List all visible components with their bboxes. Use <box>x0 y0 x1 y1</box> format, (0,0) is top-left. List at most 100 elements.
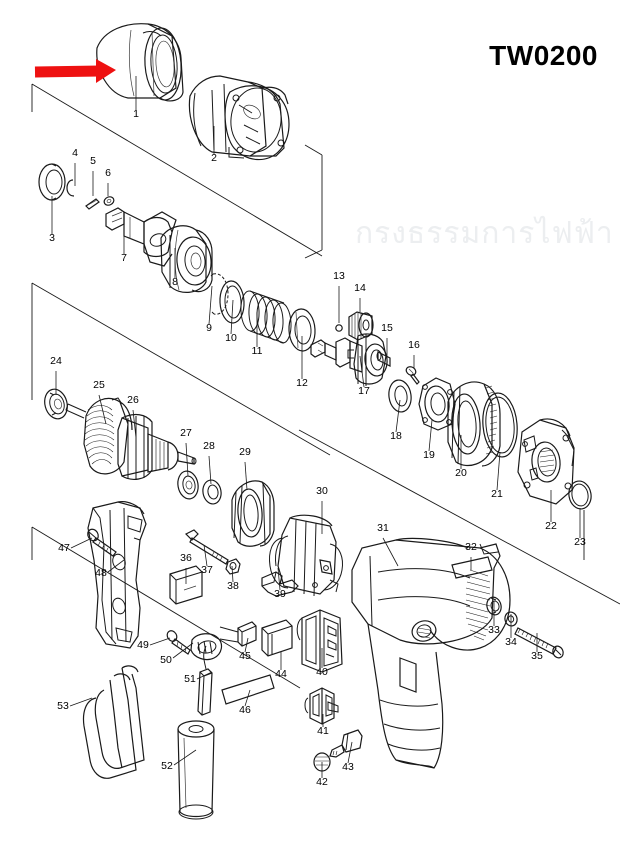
leader-line-21 <box>496 451 501 491</box>
part-1-hammer-case-cover <box>96 23 184 102</box>
callout-48: 48 <box>95 559 125 579</box>
callout-number-51: 51 <box>184 673 196 685</box>
part-25-fan <box>65 397 133 475</box>
part-36-cord-guard <box>169 565 203 605</box>
callout-51: 51 <box>184 671 213 685</box>
part-18-washer <box>388 379 412 413</box>
callout-49: 49 <box>137 637 171 651</box>
callout-number-11: 11 <box>252 345 263 357</box>
callout-25: 25 <box>93 379 107 425</box>
callout-7: 7 <box>121 214 127 264</box>
callout-37: 37 <box>201 544 213 576</box>
callout-number-28: 28 <box>203 440 215 452</box>
callout-number-46: 46 <box>239 704 251 716</box>
callout-15: 15 <box>381 322 393 362</box>
callout-17: 17 <box>358 355 370 397</box>
callout-number-35: 35 <box>531 650 543 662</box>
leader-line-47 <box>70 537 93 549</box>
leader-line-43 <box>347 741 353 764</box>
leader-line-37 <box>203 544 208 567</box>
callout-number-14: 14 <box>354 282 366 294</box>
part-24-ball-bearing <box>44 388 68 420</box>
callout-1: 1 <box>133 76 139 120</box>
callout-21: 21 <box>491 451 503 500</box>
part-40-switch <box>296 609 343 673</box>
callout-number-5: 5 <box>90 155 96 167</box>
callout-number-42: 42 <box>316 776 328 788</box>
callout-number-40: 40 <box>316 666 328 678</box>
callout-number-10: 10 <box>225 332 237 344</box>
callout-number-45: 45 <box>239 650 251 662</box>
callout-number-19: 19 <box>423 449 435 461</box>
part-19-bearing-box <box>418 377 456 431</box>
callout-number-9: 9 <box>206 322 212 334</box>
callout-number-23: 23 <box>574 536 586 548</box>
callout-43: 43 <box>342 741 354 773</box>
callout-number-8: 8 <box>172 276 178 288</box>
part-32-name-plate <box>451 556 493 579</box>
part-17-spindle <box>310 333 388 386</box>
leader-line-39 <box>277 567 281 591</box>
callout-number-18: 18 <box>390 430 402 442</box>
callout-53: 53 <box>57 697 93 712</box>
callout-number-39: 39 <box>274 588 286 600</box>
callout-46: 46 <box>239 689 251 716</box>
callout-23: 23 <box>574 508 586 548</box>
part-4-retaining-ring <box>66 179 75 197</box>
callout-3: 3 <box>49 196 55 244</box>
part-35-machine-screw <box>514 627 564 659</box>
callout-14: 14 <box>354 282 366 312</box>
callout-9: 9 <box>206 285 213 334</box>
callout-6: 6 <box>105 167 111 196</box>
callout-number-49: 49 <box>137 639 149 651</box>
callout-38: 38 <box>227 565 239 592</box>
leader-line-19 <box>428 419 433 452</box>
callout-number-48: 48 <box>95 567 107 579</box>
callout-number-2: 2 <box>211 152 217 164</box>
callout-number-25: 25 <box>93 379 105 391</box>
callout-19: 19 <box>423 419 435 461</box>
callout-30: 30 <box>316 485 328 534</box>
callout-number-38: 38 <box>227 580 239 592</box>
callout-52: 52 <box>161 749 197 772</box>
callout-27: 27 <box>180 427 192 477</box>
leader-line-51 <box>196 671 213 680</box>
callout-22: 22 <box>545 490 557 532</box>
leader-line-9 <box>208 285 213 325</box>
callout-number-13: 13 <box>333 270 345 282</box>
callout-8: 8 <box>172 248 178 288</box>
leader-line-46 <box>244 689 251 707</box>
callout-32: 32 <box>465 541 477 570</box>
callout-31: 31 <box>377 522 399 567</box>
leader-line-18 <box>395 399 401 433</box>
callout-26: 26 <box>127 394 139 439</box>
callout-4: 4 <box>72 147 78 186</box>
callout-number-6: 6 <box>105 167 111 179</box>
page-title: TW0200 <box>489 40 598 71</box>
callout-number-3: 3 <box>49 232 55 244</box>
leader-line-27 <box>185 442 189 477</box>
callout-number-33: 33 <box>488 624 500 636</box>
callout-number-53: 53 <box>57 700 69 712</box>
callout-number-4: 4 <box>72 147 78 159</box>
callout-44: 44 <box>275 652 287 680</box>
callout-16: 16 <box>408 339 420 368</box>
callout-number-44: 44 <box>275 668 287 680</box>
part-13-steel-ball <box>335 324 343 332</box>
callout-number-32: 32 <box>465 541 477 553</box>
leader-line-50 <box>172 642 194 659</box>
callout-10: 10 <box>225 299 237 344</box>
leader-line-28 <box>208 455 212 485</box>
part-43-terminal-screw <box>329 729 363 758</box>
leader-line-31 <box>382 537 399 567</box>
leader-line-38 <box>231 565 234 583</box>
callout-number-50: 50 <box>160 654 172 666</box>
callout-29: 29 <box>239 446 251 491</box>
leader-line-25 <box>98 394 107 425</box>
part-22-gear-housing <box>517 418 575 505</box>
part-9-washer <box>210 273 229 315</box>
callout-number-30: 30 <box>316 485 328 497</box>
part-14-pinion-gear <box>348 311 374 341</box>
callout-50: 50 <box>160 642 194 666</box>
